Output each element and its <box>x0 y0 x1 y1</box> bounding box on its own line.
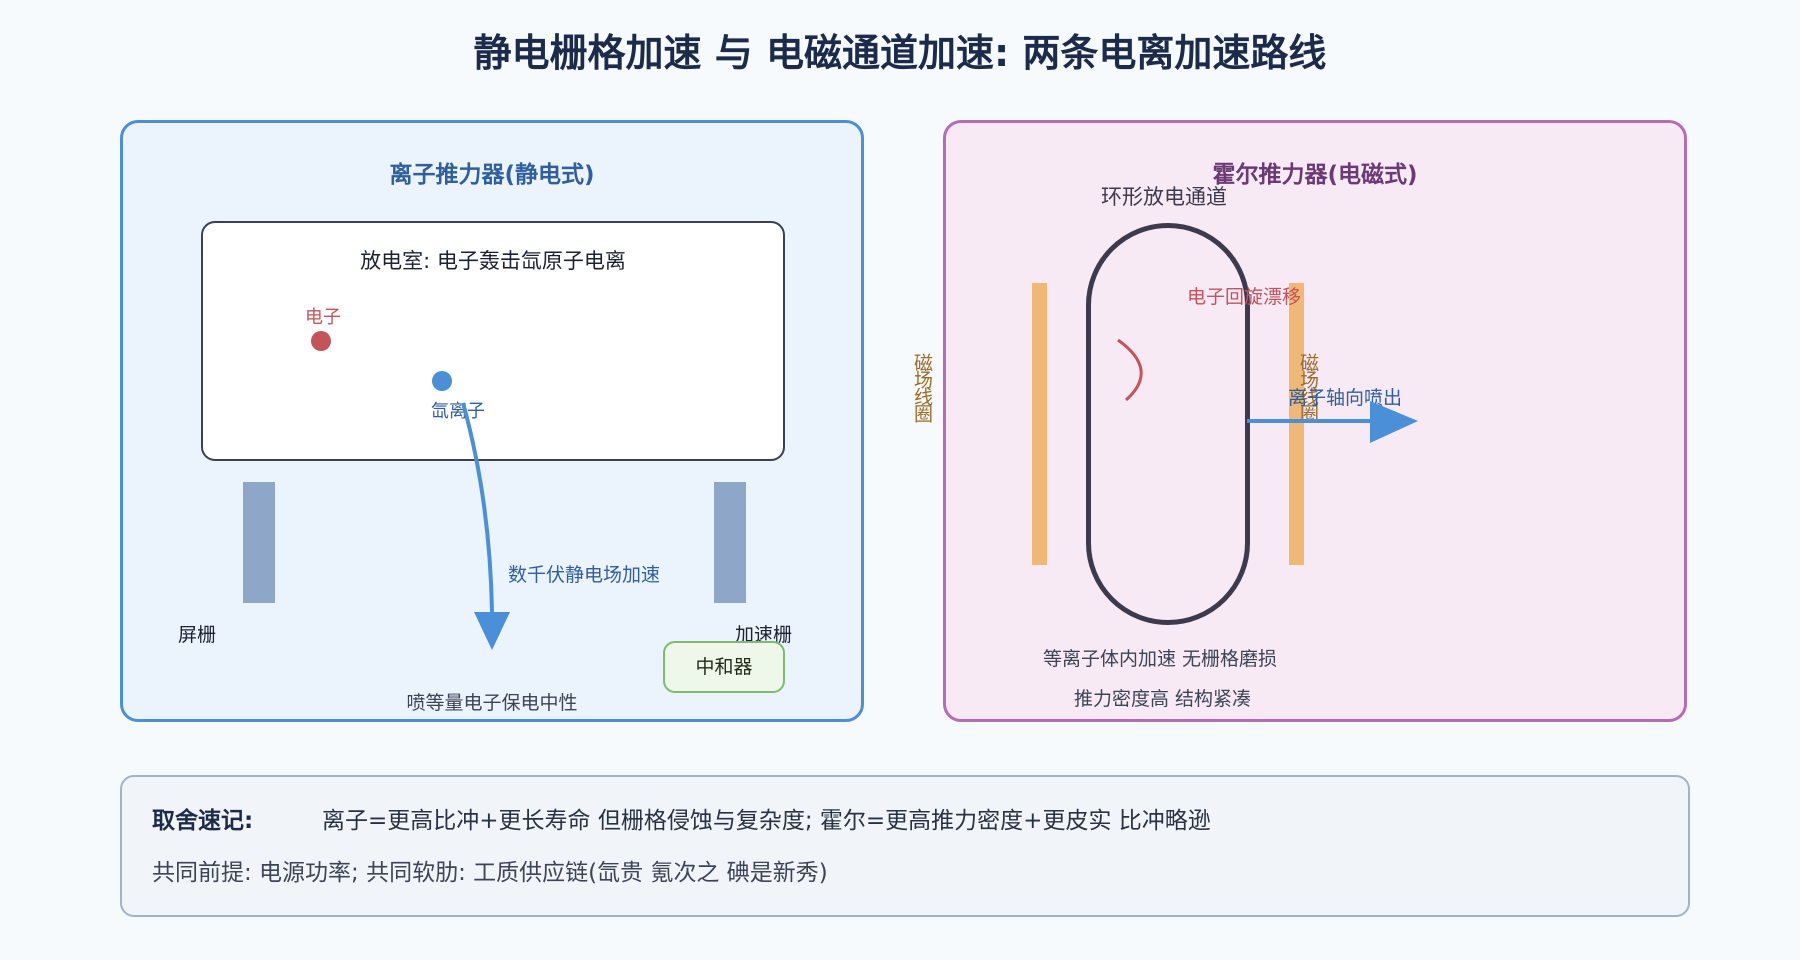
neutralizer: 中和器 <box>663 641 785 693</box>
page-title: 静电栅格加速 与 电磁通道加速: 两条电离加速路线 <box>473 31 1327 75</box>
accel-grid <box>714 482 746 603</box>
screen-grid-label: 屏栅 <box>178 624 217 646</box>
acceleration-label: 数千伏静电场加速 <box>508 564 661 586</box>
hall-note-1: 等离子体内加速 无栅格磨损 <box>1043 648 1278 670</box>
annular-discharge-channel <box>1086 223 1250 625</box>
ion-label: 氙离子 <box>431 401 485 422</box>
discharge-chamber: 放电室: 电子轰击氙原子电离 电子 氙离子 <box>201 221 785 461</box>
neutral-note: 喷等量电子保电中性 <box>406 692 578 714</box>
electron-label: 电子 <box>305 307 341 328</box>
screen-grid <box>243 482 275 603</box>
ion-thruster-heading: 离子推力器(静电式) <box>389 162 595 188</box>
drift-label: 电子回旋漂移 <box>1187 286 1302 308</box>
accel-grid-label: 加速栅 <box>735 624 793 646</box>
exhaust-label: 离子轴向喷出 <box>1288 387 1403 409</box>
ion-thruster-panel: 离子推力器(静电式) 放电室: 电子轰击氙原子电离 电子 氙离子 屏栅 加速栅 … <box>120 120 864 722</box>
coil-label-left: 磁场线圈 <box>911 353 933 421</box>
coil-label-right: 磁场线圈 <box>1297 353 1319 421</box>
summary-label: 取舍速记: <box>152 808 254 834</box>
summary-line-1: 离子=更高比冲+更长寿命 但栅格侵蚀与复杂度; 霍尔=更高推力密度+更皮实 比冲… <box>322 808 1211 834</box>
hall-thruster-panel: 霍尔推力器(电磁式) 环形放电通道 磁场线圈 磁场线圈 电子回旋漂移 离子轴向喷… <box>911 120 1687 722</box>
channel-label: 环形放电通道 <box>1101 185 1227 209</box>
magnetic-coil-right <box>1289 283 1304 565</box>
hall-note-2: 推力密度高 结构紧凑 <box>1074 688 1252 710</box>
summary-line-2: 共同前提: 电源功率; 共同软肋: 工质供应链(氙贵 氪次之 碘是新秀) <box>152 860 828 886</box>
summary-box: 取舍速记: 离子=更高比冲+更长寿命 但栅格侵蚀与复杂度; 霍尔=更高推力密度+… <box>120 775 1690 917</box>
hall-thruster-heading: 霍尔推力器(电磁式) <box>1212 162 1418 188</box>
magnetic-coil-left <box>1032 283 1047 565</box>
chamber-label: 放电室: 电子轰击氙原子电离 <box>360 249 626 273</box>
